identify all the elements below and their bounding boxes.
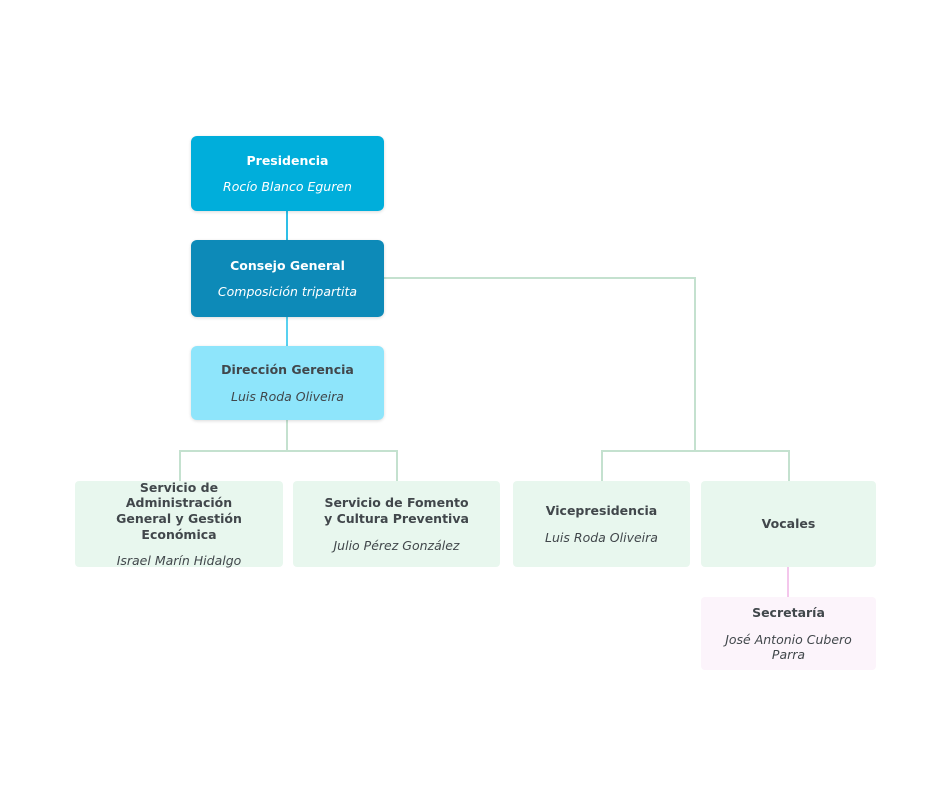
node-subtitle: Composición tripartita [217,284,358,300]
node-title: Dirección Gerencia [221,362,354,378]
org-node-secretaria: Secretaría José Antonio Cubero Parra [701,597,876,670]
connector-consejo-right-horizontal [384,277,696,279]
org-node-servicio-administracion: Servicio de Administración General y Ges… [75,480,283,569]
org-node-direccion-gerencia: Dirección Gerencia Luis Roda Oliveira [191,346,384,420]
node-subtitle: Luis Roda Oliveira [231,388,344,404]
connector-to-vocales [788,450,790,481]
connector-right-trunk-vertical [694,277,696,452]
org-node-servicio-fomento: Servicio de Fomento y Cultura Preventiva… [293,481,500,567]
node-title: Vicepresidencia [545,503,658,519]
connector-vocales-secretaria [787,567,789,597]
node-subtitle: Rocío Blanco Eguren [223,179,352,195]
connector-to-vicepresidencia [601,450,603,481]
node-title: Servicio de Administración General y Ges… [85,480,273,543]
node-title-line2: y Cultura Preventiva [324,511,469,526]
node-title: Vocales [761,516,816,532]
connector-presidencia-consejo [286,211,288,240]
node-subtitle: José Antonio Cubero Parra [725,631,852,662]
node-title: Servicio de Fomento y Cultura Preventiva [324,495,469,526]
node-title: Consejo General [230,257,345,273]
connector-right-branch-horizontal [601,450,790,452]
node-title-line1: Servicio de Administración [125,479,233,511]
node-subtitle: Luis Roda Oliveira [545,529,658,545]
node-title-line2: General y Gestión Económica [116,511,242,542]
node-title: Secretaría [752,605,825,621]
connector-to-servicio-fomento [396,450,398,481]
connector-left-branch-horizontal [179,450,398,452]
connector-to-servicio-administracion [179,450,181,481]
org-node-presidencia: Presidencia Rocío Blanco Eguren [191,136,384,211]
org-node-consejo-general: Consejo General Composición tripartita [191,240,384,317]
node-subtitle: Israel Marín Hidalgo [116,553,242,569]
org-node-vicepresidencia: Vicepresidencia Luis Roda Oliveira [513,481,690,567]
connector-consejo-direccion [286,317,288,346]
node-title: Presidencia [246,152,329,168]
org-node-vocales: Vocales [701,481,876,567]
node-title-line1: Servicio de Fomento [324,495,469,511]
node-subtitle: Julio Pérez González [333,537,460,553]
connector-direccion-stem [286,420,288,452]
